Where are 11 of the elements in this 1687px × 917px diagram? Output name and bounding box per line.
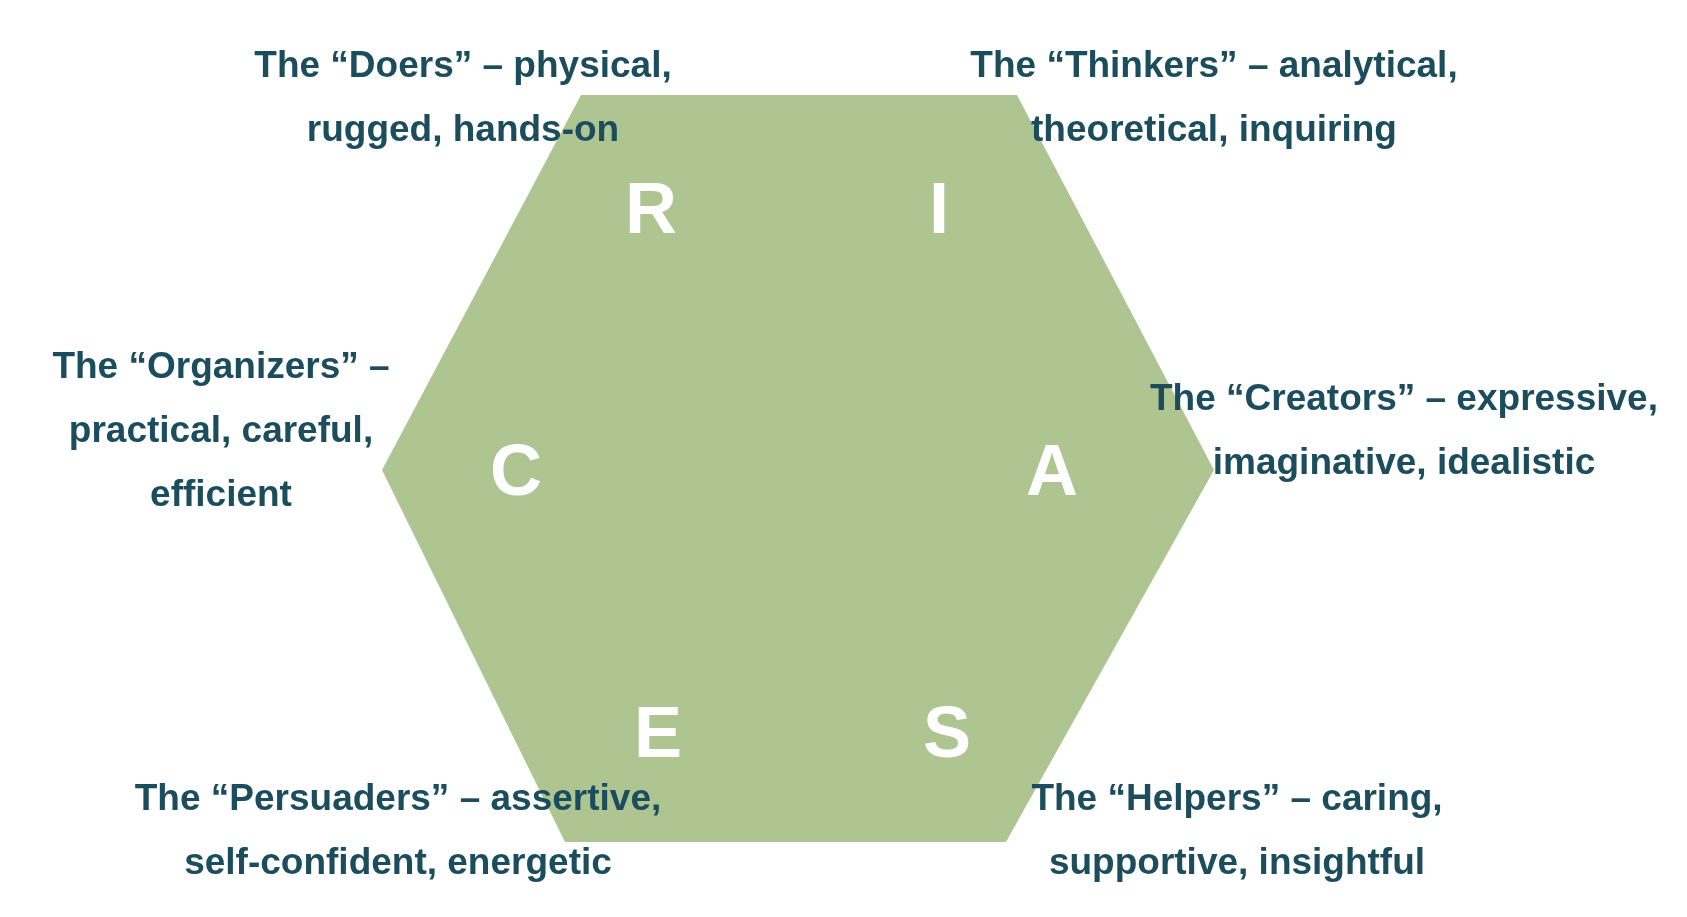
trait-description: The “Helpers” – caring, supportive, insightful [1030,776,1444,884]
trait-description: The “Creators” – expressive, imaginative, idealistic [1149,376,1659,484]
type-letter: I [929,172,949,244]
type-letter: E [634,696,682,768]
type-letter: S [923,696,971,768]
trait-description: The “Organizers” – practical, careful, efficient [51,344,391,516]
type-letter: R [625,172,677,244]
type-letter: C [490,434,542,506]
trait-description: The “Doers” – physical, rugged, hands-on [253,43,673,151]
trait-description: The “Thinkers” – analytical, theoretical, inquiring [969,43,1459,151]
type-letter: A [1026,434,1078,506]
